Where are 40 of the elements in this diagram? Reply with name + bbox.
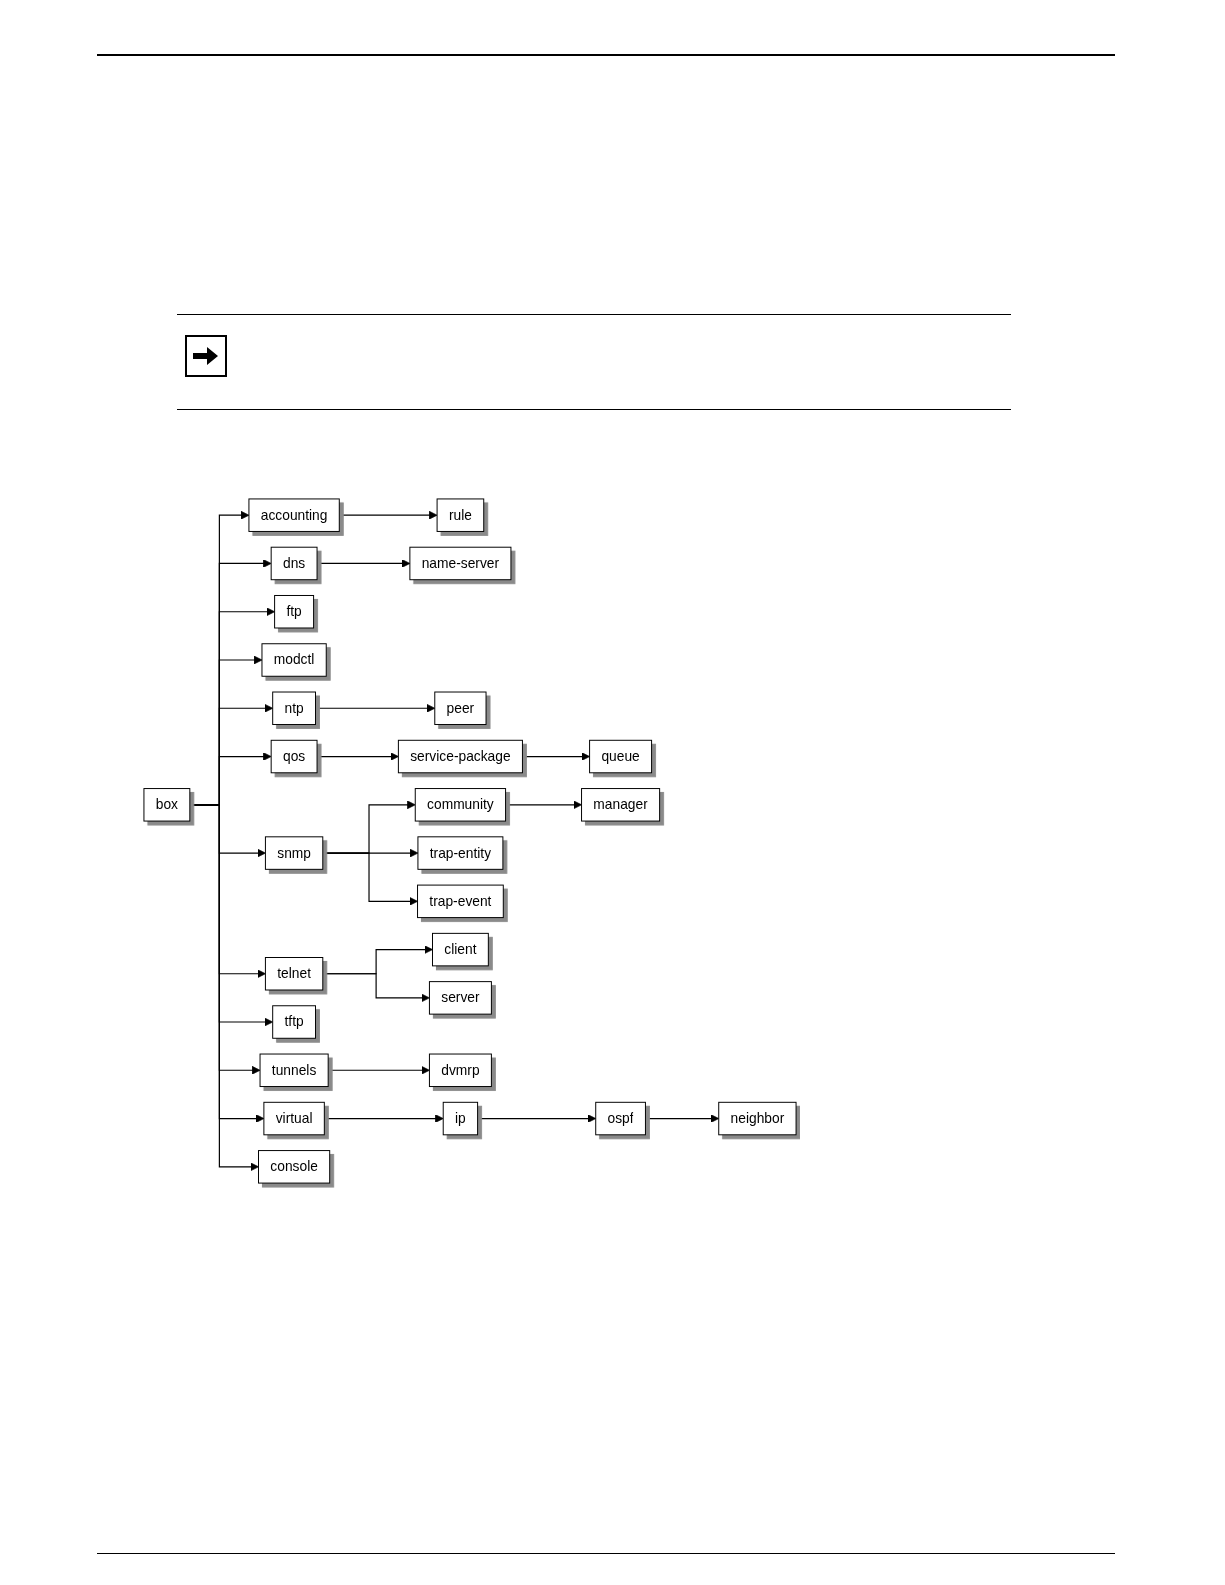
process-box: neighbor bbox=[718, 1101, 797, 1136]
process-box: ip bbox=[442, 1101, 479, 1136]
process-box: tunnels bbox=[259, 1053, 329, 1088]
arrow bbox=[505, 800, 582, 810]
process-box: queue bbox=[589, 739, 653, 774]
arrow bbox=[322, 973, 430, 1003]
process-box: trap-event bbox=[417, 884, 504, 919]
process-box: rule bbox=[436, 498, 485, 532]
arrow bbox=[327, 1065, 430, 1075]
process-box: dns bbox=[270, 546, 318, 581]
process-box: console bbox=[258, 1150, 331, 1184]
arrow bbox=[314, 703, 436, 713]
arrow bbox=[316, 752, 399, 761]
process-box: tftp bbox=[272, 1005, 316, 1039]
process-box: modctl bbox=[261, 643, 327, 677]
process-box: box bbox=[143, 788, 191, 822]
arrow bbox=[338, 510, 438, 520]
process-box: qos bbox=[270, 739, 318, 774]
process-box: telnet bbox=[264, 957, 324, 991]
process-box: ntp bbox=[272, 691, 316, 725]
process-box: ftp bbox=[274, 595, 315, 629]
arrow bbox=[323, 1114, 444, 1123]
process-box: dvmrp bbox=[428, 1053, 492, 1088]
process-box: accounting bbox=[248, 498, 340, 532]
process-box: name-server bbox=[409, 546, 512, 581]
process-box: ospf bbox=[595, 1101, 646, 1136]
process-box: trap-entity bbox=[417, 836, 504, 870]
process-box: community bbox=[414, 788, 507, 822]
arrow bbox=[316, 559, 411, 568]
arrow bbox=[644, 1114, 720, 1123]
process-box: snmp bbox=[264, 836, 324, 870]
process-box: peer bbox=[434, 691, 487, 725]
process-box: server bbox=[428, 981, 492, 1015]
process-box: client bbox=[432, 932, 489, 967]
arrow bbox=[322, 852, 418, 906]
process-box: virtual bbox=[263, 1101, 325, 1136]
process-box: manager bbox=[581, 788, 661, 822]
arrow bbox=[521, 752, 590, 761]
arrow bbox=[477, 1114, 597, 1123]
process-box: service-package bbox=[397, 739, 523, 774]
